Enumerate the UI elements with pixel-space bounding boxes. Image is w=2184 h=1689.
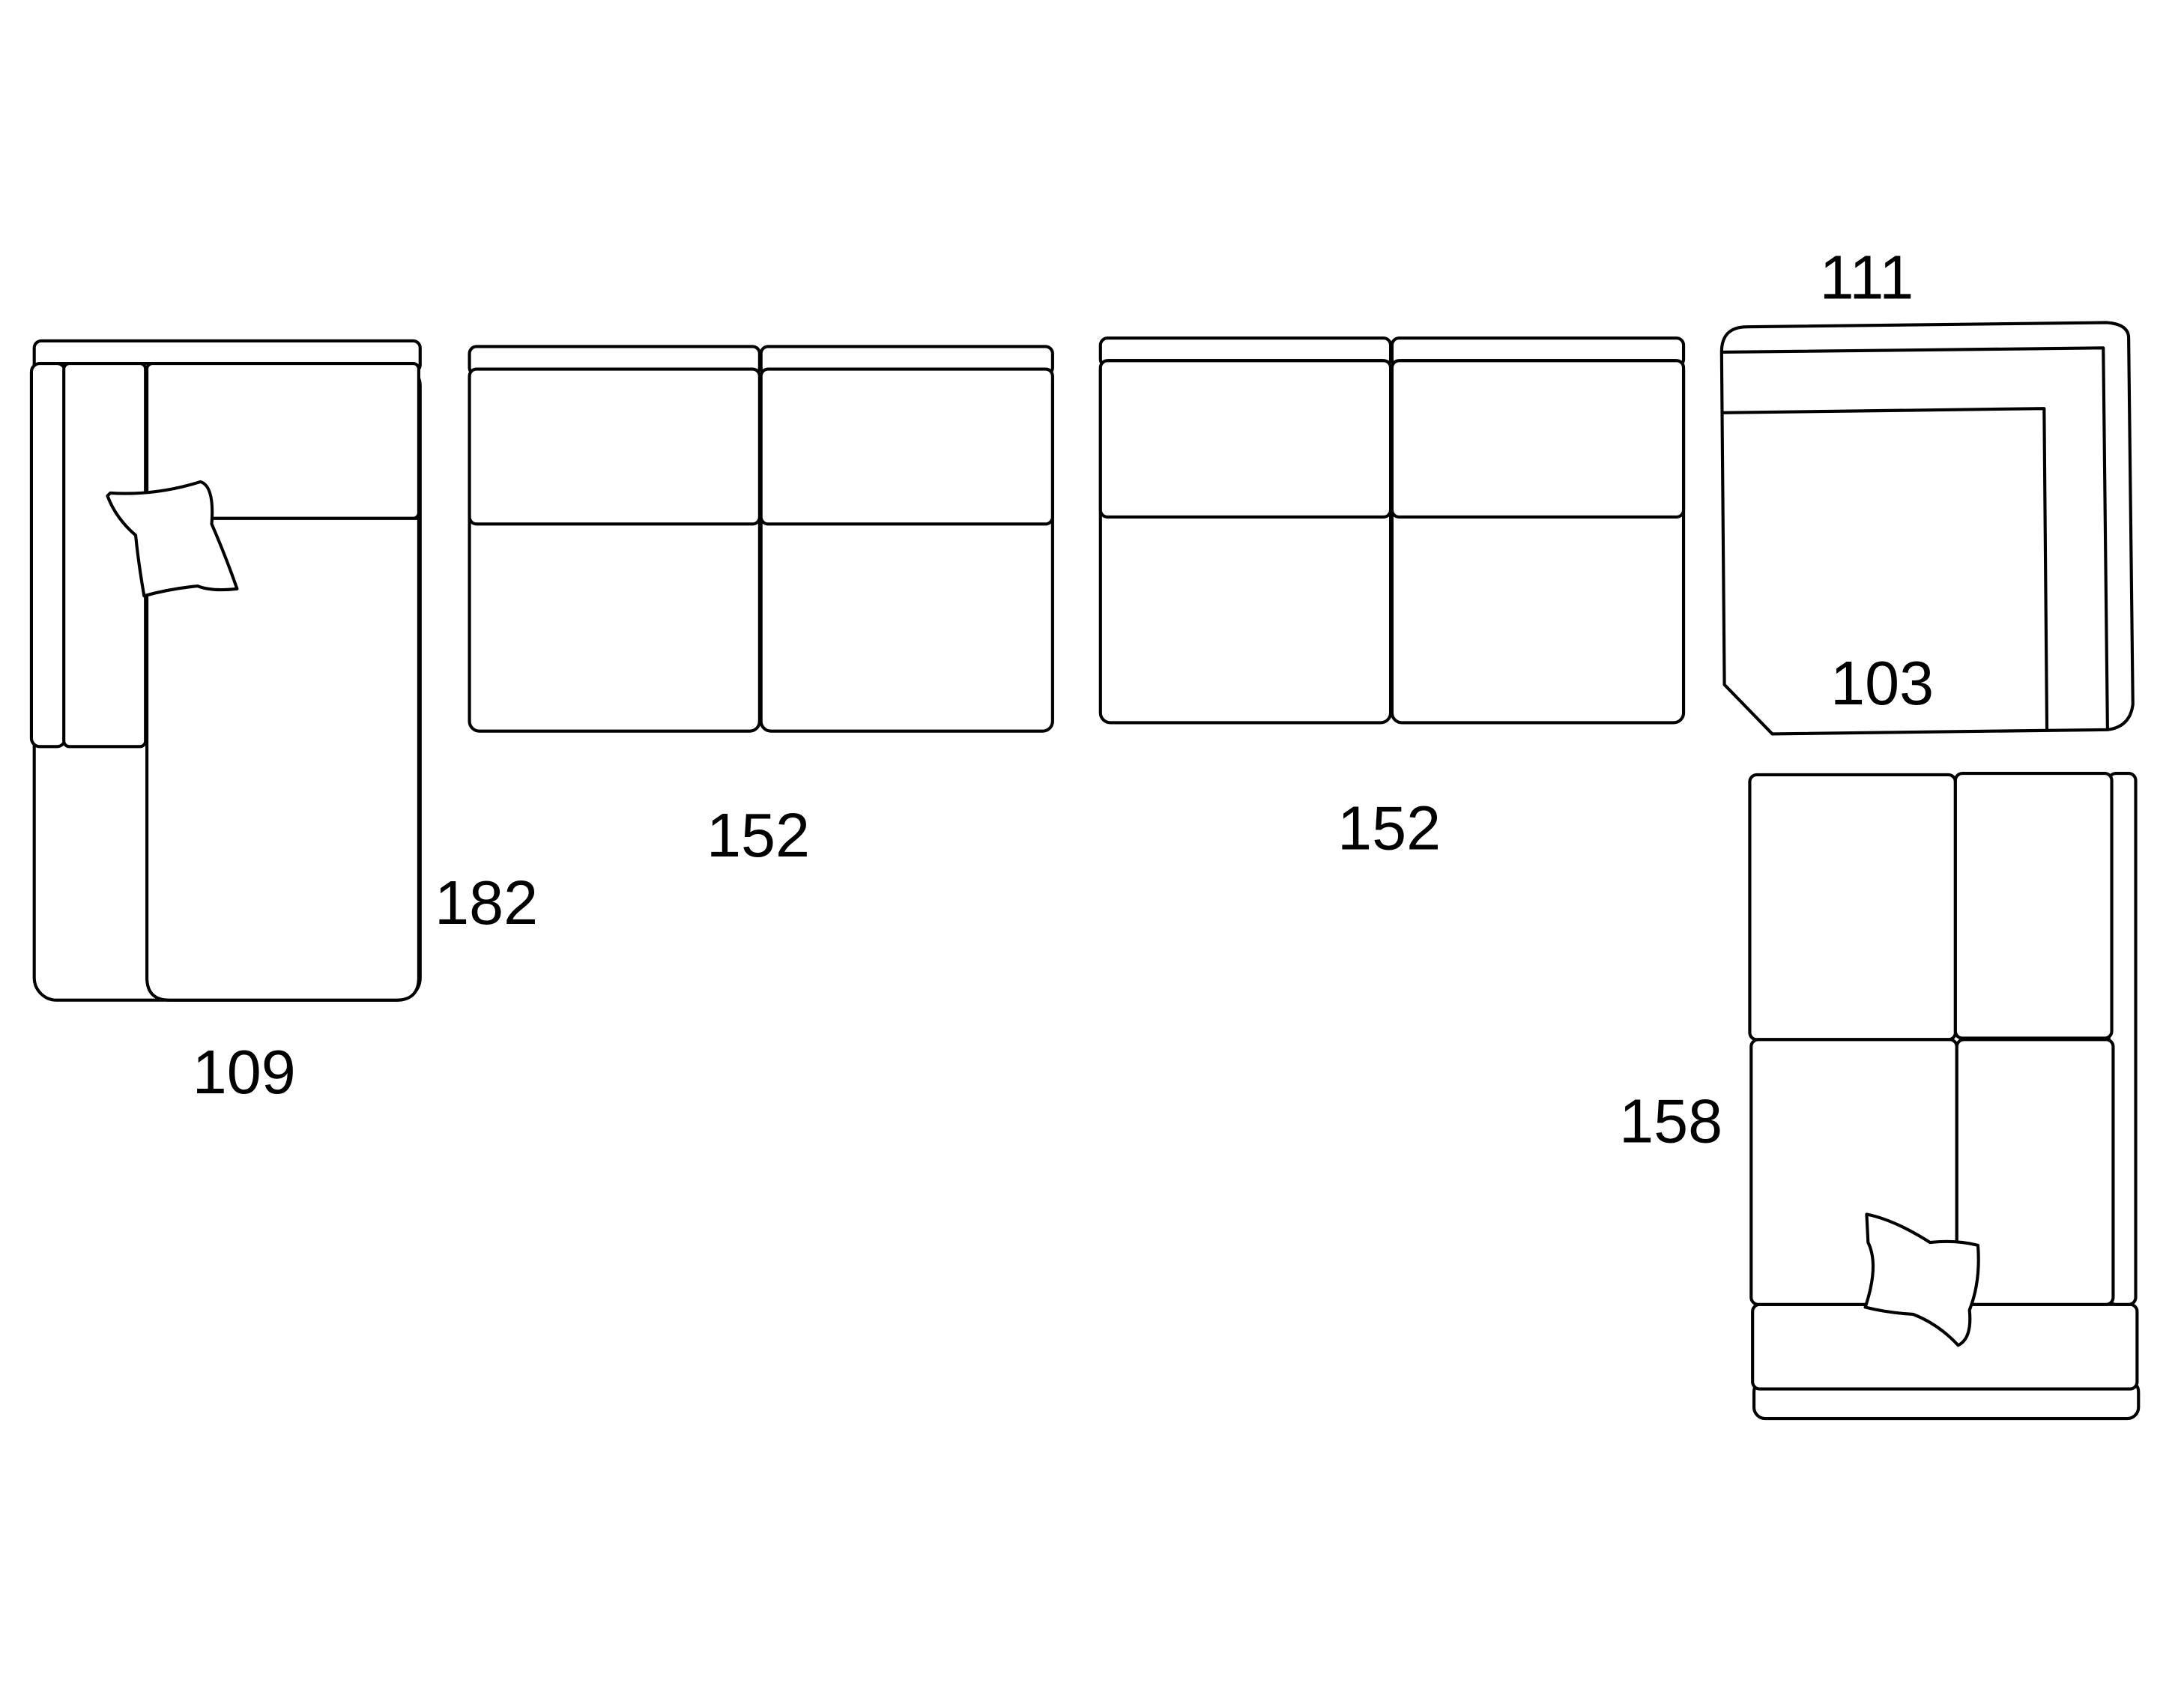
back-cushion <box>1953 771 2114 1040</box>
two-seat-module-2 <box>1098 336 1686 725</box>
dimension-label: 158 <box>1619 1087 1722 1156</box>
back-cushion <box>1098 359 1393 519</box>
pillow-icon <box>106 480 239 598</box>
back-cushion <box>468 367 761 526</box>
chaise-side-cushion <box>62 361 148 749</box>
two-seat-module-1 <box>468 345 1054 733</box>
chaise-seat <box>145 516 420 1002</box>
end-module <box>1748 771 2141 1421</box>
dimension-label: 111 <box>1820 243 1914 312</box>
back-cushion <box>759 367 1054 526</box>
dimension-label: 103 <box>1830 648 1934 718</box>
seat-section <box>1748 773 1957 1042</box>
chaise-module <box>29 339 422 1002</box>
pillow-icon <box>1863 1212 1980 1347</box>
corner-module <box>1719 321 2135 736</box>
dimension-label: 109 <box>193 1037 296 1107</box>
back-cushion <box>1955 1038 2115 1306</box>
dimension-label: 152 <box>1337 794 1441 863</box>
chaise-armrest <box>29 361 67 749</box>
dimension-label: 152 <box>707 800 810 870</box>
back-cushion <box>1390 359 1686 519</box>
dimension-label: 182 <box>435 868 538 937</box>
